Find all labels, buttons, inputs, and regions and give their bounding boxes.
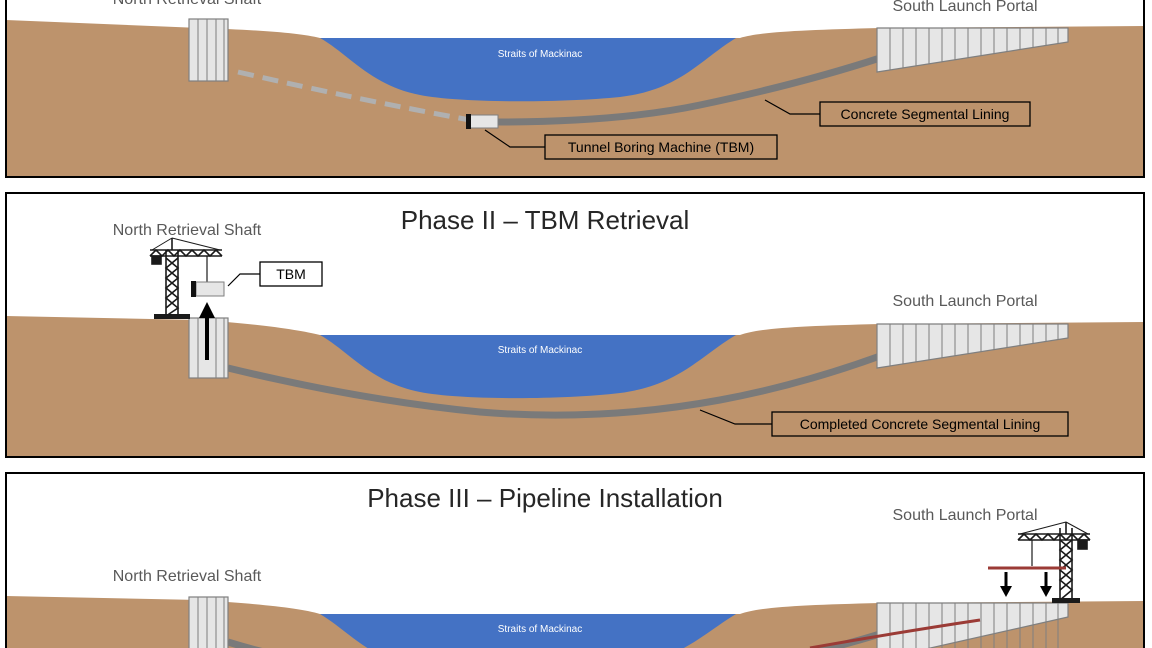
phase2-lining [227, 352, 882, 419]
phase2-water [320, 335, 736, 399]
phase1-panel: Straits of Mackinac [5, 0, 1145, 178]
phase3-panel: Straits of Mackinac [5, 472, 1145, 648]
phase2-tbm [191, 281, 225, 297]
phase2-tbm-callout-text: TBM [276, 266, 306, 282]
phase1-water-label: Straits of Mackinac [498, 49, 582, 60]
phase3-crane-icon [1017, 521, 1091, 603]
phase3-pipeline [809, 618, 981, 648]
phase1-lining [494, 54, 882, 126]
phase3-lower-arrows [1000, 572, 1052, 597]
phase2-south-label: South Launch Portal [893, 293, 1038, 310]
phase2-title: Phase II – TBM Retrieval [401, 205, 690, 235]
phase1-north-label: North Retrieval Shaft [113, 0, 262, 8]
phase2-lift-arrow [199, 302, 215, 360]
phase1-north-shaft [188, 18, 229, 82]
phase2-lining-callout-text: Completed Concrete Segmental Lining [800, 416, 1040, 432]
phase1-lining-callout-text: Concrete Segmental Lining [841, 106, 1010, 122]
phase3-water-label: Straits of Mackinac [498, 624, 582, 635]
phase2-water-label: Straits of Mackinac [498, 345, 582, 356]
phase1-tbm-callout: Tunnel Boring Machine (TBM) [484, 129, 778, 160]
phase2-south-portal [876, 323, 1069, 369]
phase1-south-portal [876, 27, 1069, 73]
phase3-title: Phase III – Pipeline Installation [367, 483, 723, 513]
phase3-north-shaft [188, 596, 229, 648]
phase3-water [320, 614, 736, 648]
phase1-tbm-callout-text: Tunnel Boring Machine (TBM) [568, 139, 754, 155]
phase1-south-label: South Launch Portal [893, 0, 1038, 15]
phase2-tbm-callout: TBM [227, 261, 323, 287]
phase2-crane-icon [149, 237, 223, 319]
phase3-south-portal [876, 602, 1069, 648]
phase1-tbm [466, 114, 499, 129]
phase2-north-label: North Retrieval Shaft [113, 222, 262, 239]
phase3-north-label: North Retrieval Shaft [113, 568, 262, 585]
phase1-planned-tunnel [237, 69, 471, 123]
phase2-panel: Straits of Mackinac [5, 192, 1145, 458]
phase1-lining-callout: Concrete Segmental Lining [764, 99, 1031, 127]
phase1-water [320, 38, 736, 102]
phase3-south-label: South Launch Portal [893, 507, 1038, 524]
phase2-lining-callout: Completed Concrete Segmental Lining [699, 409, 1069, 437]
